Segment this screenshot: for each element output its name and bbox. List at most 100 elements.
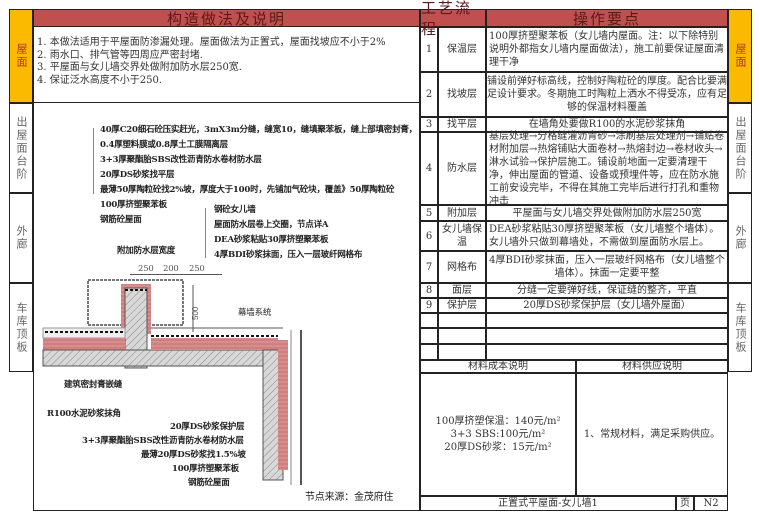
row-number bbox=[420, 313, 438, 328]
cost-header-text: 材料成本说明 bbox=[468, 361, 528, 372]
row-description-text: 平屋面与女儿墙交界处做附加防水层250宽 bbox=[512, 207, 702, 219]
row-number-text: 3 bbox=[425, 119, 433, 130]
page-number: N2 bbox=[694, 496, 728, 511]
row-description bbox=[486, 344, 728, 360]
cost-line: 3+3 SBS:100元/m² bbox=[450, 429, 546, 440]
row-description: 20厚DS砂浆保护层（女儿墙外屋面） bbox=[486, 298, 728, 313]
row-number-text: 9 bbox=[425, 300, 433, 311]
row-number: 1 bbox=[420, 27, 438, 72]
key-points-header: 操作要点 bbox=[486, 9, 728, 28]
bottom-layer-label: 3+3厚聚酯胎SBS改性沥青防水卷材防水层 bbox=[82, 436, 244, 446]
row-number: 2 bbox=[420, 72, 438, 117]
tab-garage-roof-right[interactable]: 车库顶板 bbox=[728, 283, 752, 372]
cost-cell: 100厚挤塑保温：140元/m² 3+3 SBS:100元/m² 20厚DS砂浆… bbox=[420, 373, 576, 496]
row-step-name: 防水层 bbox=[438, 132, 486, 205]
row-step-name: 保温层 bbox=[438, 27, 486, 72]
cost-line: 100厚挤塑保温：140元/m² bbox=[435, 416, 561, 427]
dimension-text: 250 bbox=[138, 264, 154, 274]
fillet-label: R100水泥砂浆抹角 bbox=[47, 409, 121, 419]
tab-roof-left[interactable]: 屋面 bbox=[9, 9, 33, 103]
supply-header: 材料供应说明 bbox=[576, 360, 728, 373]
row-step-name-text: 保护层 bbox=[447, 300, 477, 311]
bottom-layer-label: 20厚DS砂浆保护层 bbox=[170, 422, 245, 432]
row-number: 6 bbox=[420, 221, 438, 251]
layer-label: 3+3厚聚酯胎SBS改性沥青防水卷材防水层 bbox=[100, 155, 262, 165]
row-description-text: 基层处理→分格缝灌沥青砂→涂刷基层处理剂→铺贴卷材附加层→热熔铺贴大面卷材→热熔… bbox=[489, 130, 725, 207]
row-number-text: 7 bbox=[425, 261, 433, 273]
row-number-text: 4 bbox=[425, 163, 433, 174]
note-4: 4. 保证泛水高度不小于250. bbox=[37, 74, 162, 86]
svg-text:500: 500 bbox=[191, 306, 200, 320]
tab-roof-stairs-left[interactable]: 出屋面台阶 bbox=[9, 103, 33, 193]
bottom-layer-label: 钢筋砼屋面 bbox=[188, 478, 230, 488]
tab-label: 屋面 bbox=[15, 43, 28, 69]
source-label: 节点来源：金茂府住 bbox=[305, 492, 394, 503]
layer-label: 100厚挤塑聚苯板 bbox=[100, 200, 167, 210]
row-description-text: 在墙角处要做R100的水泥砂浆抹角 bbox=[528, 119, 686, 130]
supply-text: 1、常规材料，满足采购供应。 bbox=[583, 429, 721, 440]
row-step-name: 网格布 bbox=[438, 251, 486, 283]
footer-title-text: 正置式平屋面-女儿墙1 bbox=[498, 498, 598, 509]
row-number bbox=[420, 328, 438, 344]
row-number-text: 8 bbox=[425, 285, 433, 296]
tab-label: 外廊 bbox=[15, 225, 28, 251]
header-text: 操作要点 bbox=[572, 9, 641, 28]
row-number: 9 bbox=[420, 298, 438, 313]
page-label-text: 页 bbox=[680, 498, 690, 509]
row-step-name: 找平层 bbox=[438, 117, 486, 132]
row-number bbox=[420, 344, 438, 360]
row-number-text: 6 bbox=[425, 230, 433, 242]
drawing-area bbox=[33, 103, 420, 511]
row-description-text: 20厚DS砂浆保护层（女儿墙外屋面） bbox=[523, 300, 691, 311]
note-3: 3. 平屋面与女儿墙交界处做附加防水层250宽. bbox=[37, 62, 242, 73]
row-step-name: 面层 bbox=[438, 283, 486, 298]
parapet-label: DEA砂浆粘贴30厚挤塑聚苯板 bbox=[214, 235, 329, 245]
tab-roof-right[interactable]: 屋面 bbox=[728, 9, 752, 103]
row-step-name: 找坡层 bbox=[438, 72, 486, 117]
row-step-name-text: 防水层 bbox=[447, 163, 477, 174]
row-number: 7 bbox=[420, 251, 438, 283]
row-description-text: 4厚BDI砂浆抹面，压入一层玻纤网格布（女儿墙整个墙体）。抹面一定要平整 bbox=[489, 255, 725, 279]
row-number: 3 bbox=[420, 117, 438, 132]
parapet-label: 屋面防水层卷上交圈，节点详A bbox=[214, 220, 329, 230]
supply-cell: 1、常规材料，满足采购供应。 bbox=[576, 373, 728, 496]
row-description: DEA砂浆粘贴30厚挤塑聚苯板（女儿墙整个墙体）。女儿墙外只做到幕墙处，不需做到… bbox=[486, 221, 728, 251]
row-number: 4 bbox=[420, 132, 438, 205]
tab-corridor-left[interactable]: 外廊 bbox=[9, 193, 33, 283]
row-number-text: 1 bbox=[425, 44, 433, 55]
tab-roof-stairs-right[interactable]: 出屋面台阶 bbox=[728, 103, 752, 193]
row-description-text: DEA砂浆粘贴30厚挤塑聚苯板（女儿墙整个墙体）。女儿墙外只做到幕墙处，不需做到… bbox=[489, 224, 720, 248]
layer-label: 最薄50厚陶粒砼找2%坡，厚度大于100时，先铺加气砼块，覆盖》50厚陶粒砼 bbox=[100, 185, 395, 195]
curtain-wall-label: 幕墙系统 bbox=[238, 308, 272, 318]
additional-width-label: 附加防水层宽度 bbox=[117, 246, 176, 256]
row-description: 100厚挤塑聚苯板（女儿墙内屋面。注：以下除特别说明外都指女儿墙内屋面做法），施… bbox=[486, 27, 728, 72]
page-number-text: N2 bbox=[703, 498, 719, 509]
row-description: 基层处理→分格缝灌沥青砂→涂刷基层处理剂→铺贴卷材附加层→热熔铺贴大面卷材→热熔… bbox=[486, 130, 728, 207]
row-step-name-text: 网格布 bbox=[447, 261, 477, 273]
tab-garage-roof-left[interactable]: 车库顶板 bbox=[9, 283, 33, 372]
layer-label: 20厚DS砂浆找平层 bbox=[100, 170, 175, 180]
layer-label: 钢筋砼屋面 bbox=[100, 215, 142, 225]
dimension-line bbox=[130, 274, 222, 275]
construction-header: 构造做法及说明 bbox=[33, 9, 420, 28]
note-1: 1. 本做法适用于平屋面防渗漏处理。屋面做法为正置式，屋面找坡应不小于2% bbox=[37, 37, 386, 48]
layer-label: 0.4厚塑料膜或0.8厚土工膜隔离层 bbox=[100, 140, 228, 150]
row-description: 4厚BDI砂浆抹面，压入一层玻纤网格布（女儿墙整个墙体）。抹面一定要平整 bbox=[486, 251, 728, 283]
header-text: 构造做法及说明 bbox=[166, 9, 286, 28]
row-number-text: 2 bbox=[425, 89, 433, 100]
tab-label: 车库顶板 bbox=[15, 301, 28, 354]
row-step-name bbox=[438, 313, 486, 328]
page-label: 页 bbox=[676, 496, 694, 511]
note-2: 2. 雨水口、排气管等四周应严密封堵. bbox=[37, 49, 203, 61]
tab-corridor-right[interactable]: 外廊 bbox=[728, 193, 752, 283]
row-step-name-text: 女儿墙保温 bbox=[442, 224, 482, 248]
tab-label: 屋面 bbox=[734, 43, 747, 69]
tab-label: 外廊 bbox=[734, 225, 747, 251]
row-description: 分缝一定要弹好线，保证缝的整齐，平直 bbox=[486, 283, 728, 298]
parapet-label: 钢砼女儿墙 bbox=[214, 205, 256, 215]
cost-line: 20厚DS砂浆：15元/m² bbox=[444, 442, 552, 453]
row-description-text: 100厚挤塑聚苯板（女儿墙内屋面。注：以下除特别说明外都指女儿墙内屋面做法），施… bbox=[489, 31, 724, 68]
process-header: 工艺流程 bbox=[420, 0, 486, 38]
row-number-text: 5 bbox=[425, 207, 433, 219]
bottom-layer-label: 最薄20厚DS砂浆找1.5%坡 bbox=[141, 450, 246, 460]
